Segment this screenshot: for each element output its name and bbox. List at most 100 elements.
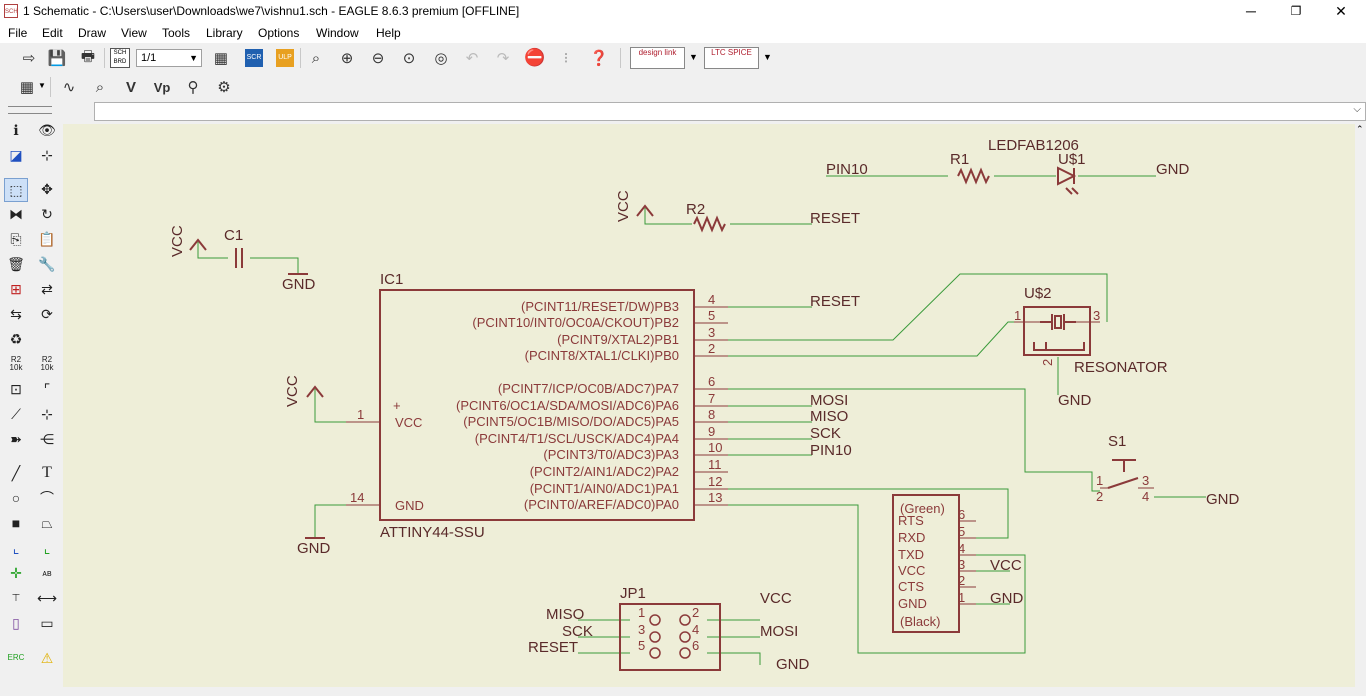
- group-select-icon[interactable]: ⬚: [4, 178, 28, 202]
- chevron-down-icon[interactable]: ⌵: [1353, 104, 1361, 115]
- label-gnd-res: GND: [1058, 392, 1092, 409]
- net-label-jp-mosi: MOSI: [760, 623, 798, 640]
- undo-icon[interactable]: ↶: [465, 50, 479, 67]
- chevron-down-icon[interactable]: ▼: [689, 52, 698, 62]
- jp-pin-number: 2: [692, 605, 699, 620]
- horizontal-scrollbar[interactable]: [63, 687, 1355, 696]
- table-icon[interactable]: ▦: [213, 50, 229, 67]
- delete-icon[interactable]: 🗑: [7, 255, 25, 272]
- info-icon[interactable]: ℹ: [13, 121, 19, 138]
- ulp-icon[interactable]: ULP: [276, 49, 294, 67]
- pinswap-icon[interactable]: ⇄: [41, 280, 53, 297]
- label-jp1: JP1: [620, 585, 646, 602]
- menu-tools[interactable]: Tools: [162, 26, 191, 40]
- warning-icon[interactable]: ⚠: [40, 649, 54, 666]
- open-icon[interactable]: ⇨: [22, 50, 36, 67]
- help-icon[interactable]: ❓: [589, 50, 609, 67]
- erc-icon[interactable]: ERC: [7, 653, 25, 662]
- script-icon[interactable]: SCR: [245, 49, 263, 67]
- display-layers-icon[interactable]: ◪: [9, 146, 23, 163]
- sheet-select[interactable]: 1/1 ▼: [136, 49, 202, 67]
- menu-draw[interactable]: Draw: [78, 26, 107, 40]
- print-icon[interactable]: 🖶: [80, 47, 96, 65]
- invoke-icon[interactable]: ♻: [9, 330, 23, 347]
- value-icon[interactable]: V: [125, 78, 136, 96]
- wrench-icon[interactable]: 🔧: [38, 255, 56, 272]
- zoom-tool-icon[interactable]: ⌕: [95, 78, 105, 96]
- zoom-fit-icon[interactable]: ⌕: [311, 49, 321, 67]
- rectangle-icon[interactable]: ■: [11, 515, 21, 531]
- menu-bar: [0, 23, 1366, 43]
- net-icon[interactable]: ⌞: [43, 539, 51, 556]
- value-pin-icon[interactable]: Vp: [153, 79, 171, 95]
- zoom-out-icon[interactable]: ⊖: [371, 50, 385, 67]
- mirror-icon[interactable]: ⧓: [9, 205, 23, 222]
- net-label-miso: MISO: [810, 408, 848, 425]
- menu-file[interactable]: File: [8, 26, 28, 40]
- dimension-icon[interactable]: ⟷: [36, 589, 58, 606]
- zoom-select-icon[interactable]: ◎: [434, 50, 448, 67]
- move-icon[interactable]: ✥: [41, 180, 53, 197]
- arc-icon[interactable]: ⌒: [40, 490, 54, 506]
- attribute-icon[interactable]: ⊤: [11, 592, 21, 604]
- close-button[interactable]: ✕: [1335, 3, 1347, 19]
- wire-style-icon[interactable]: ∿: [62, 79, 76, 96]
- split-icon[interactable]: ⟋: [11, 405, 21, 422]
- ic-pin-number: 5: [708, 308, 715, 323]
- command-input[interactable]: ⌵: [94, 102, 1366, 121]
- minimize-button[interactable]: ─: [1246, 3, 1256, 19]
- gateswap-icon[interactable]: ⟳: [41, 305, 53, 322]
- add-part-icon[interactable]: ⊞: [10, 280, 22, 297]
- mark-icon[interactable]: ⊹: [41, 146, 53, 163]
- chevron-down-icon[interactable]: ▼: [38, 81, 46, 90]
- ltspice-button[interactable]: LTC SPICE: [704, 47, 759, 69]
- grid-icon[interactable]: ▦: [19, 79, 35, 96]
- redo-icon[interactable]: ↷: [496, 50, 510, 67]
- settings-gear-icon[interactable]: ⚙: [217, 79, 231, 96]
- junction-icon[interactable]: ✛: [10, 564, 22, 581]
- zoom-in-icon[interactable]: ⊕: [340, 50, 354, 67]
- ic-pin-number: 9: [708, 424, 715, 439]
- bus-icon[interactable]: ⌞: [12, 539, 20, 556]
- polygon-icon[interactable]: ⏢: [41, 514, 53, 531]
- optimize-icon[interactable]: ⊹: [41, 405, 53, 422]
- menu-view[interactable]: View: [121, 26, 147, 40]
- go-icon[interactable]: ⁝: [563, 50, 569, 67]
- scroll-up-icon[interactable]: ⌃: [1356, 124, 1364, 134]
- zoom-last-icon[interactable]: ⊙: [402, 50, 416, 67]
- sch-brd-switch-icon[interactable]: SCH BRD: [110, 48, 130, 68]
- replace-icon[interactable]: ⇆: [10, 305, 22, 322]
- miter-icon[interactable]: ⌜: [43, 380, 51, 397]
- circle-icon[interactable]: ○: [11, 490, 21, 506]
- designlink-button[interactable]: design link: [630, 47, 685, 69]
- save-icon[interactable]: 💾: [47, 50, 67, 67]
- bus-split-icon[interactable]: ⋲: [40, 430, 54, 447]
- show-eye-icon[interactable]: 👁: [38, 121, 56, 138]
- vertical-scrollbar[interactable]: ⌃: [1355, 124, 1366, 687]
- ic-pin-number: 6: [708, 374, 715, 389]
- chevron-down-icon[interactable]: ▼: [763, 52, 772, 62]
- rotate-icon[interactable]: ↻: [41, 205, 53, 222]
- frame-icon[interactable]: ▯: [12, 614, 20, 631]
- schematic-canvas[interactable]: LEDFAB1206 U$1 R1 PIN10 GND VCC R2 RESET…: [63, 124, 1355, 687]
- menu-edit[interactable]: Edit: [42, 26, 63, 40]
- label-icon[interactable]: ᴀʙ: [42, 568, 52, 578]
- paste-icon[interactable]: 📋: [38, 230, 56, 247]
- menu-help[interactable]: Help: [376, 26, 401, 40]
- copy-icon[interactable]: ⎘: [10, 230, 22, 247]
- text-icon[interactable]: T: [42, 464, 52, 481]
- menu-window[interactable]: Window: [316, 26, 359, 40]
- route-icon[interactable]: ⚲: [187, 79, 199, 96]
- module-icon[interactable]: ▭: [40, 614, 54, 631]
- stop-icon[interactable]: ⛔: [524, 48, 546, 67]
- menu-options[interactable]: Options: [258, 26, 300, 40]
- slice-icon[interactable]: ➽: [10, 430, 22, 447]
- menu-library[interactable]: Library: [206, 26, 243, 40]
- maximize-button[interactable]: ❐: [1290, 4, 1302, 18]
- smash-icon[interactable]: ⊡: [10, 380, 22, 397]
- ftdi-green: (Green): [900, 501, 945, 516]
- line-icon[interactable]: ╱: [11, 464, 21, 481]
- toolbar-separator: [104, 48, 105, 68]
